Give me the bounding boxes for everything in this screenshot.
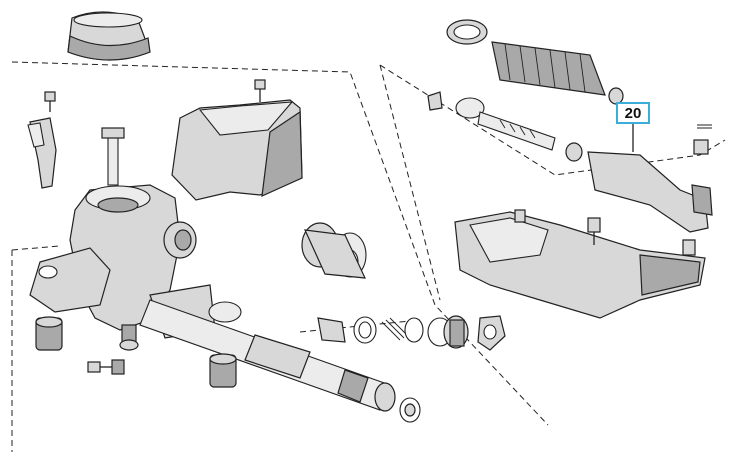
part-callout-20[interactable]: 20 <box>616 102 650 124</box>
mounting-bracket <box>27 117 57 189</box>
gearbox-housing <box>29 127 216 351</box>
bolt-bottom <box>87 359 125 375</box>
rubber-mount-left <box>35 316 63 351</box>
bolt-small-1 <box>44 91 56 112</box>
rack-guide-sleeve <box>301 222 367 279</box>
rack-tube <box>139 299 396 412</box>
rack-guide-parts <box>317 315 506 423</box>
rubber-mount-right <box>209 353 237 388</box>
tie-rod-inner <box>427 91 583 162</box>
heat-shield-cover <box>171 99 303 201</box>
stiffener-bracket <box>454 209 706 319</box>
tie-rod-end <box>587 124 713 268</box>
bolt-small-2 <box>254 79 266 102</box>
dust-cover-boot <box>67 11 151 61</box>
tie-rod-boot <box>446 19 624 105</box>
